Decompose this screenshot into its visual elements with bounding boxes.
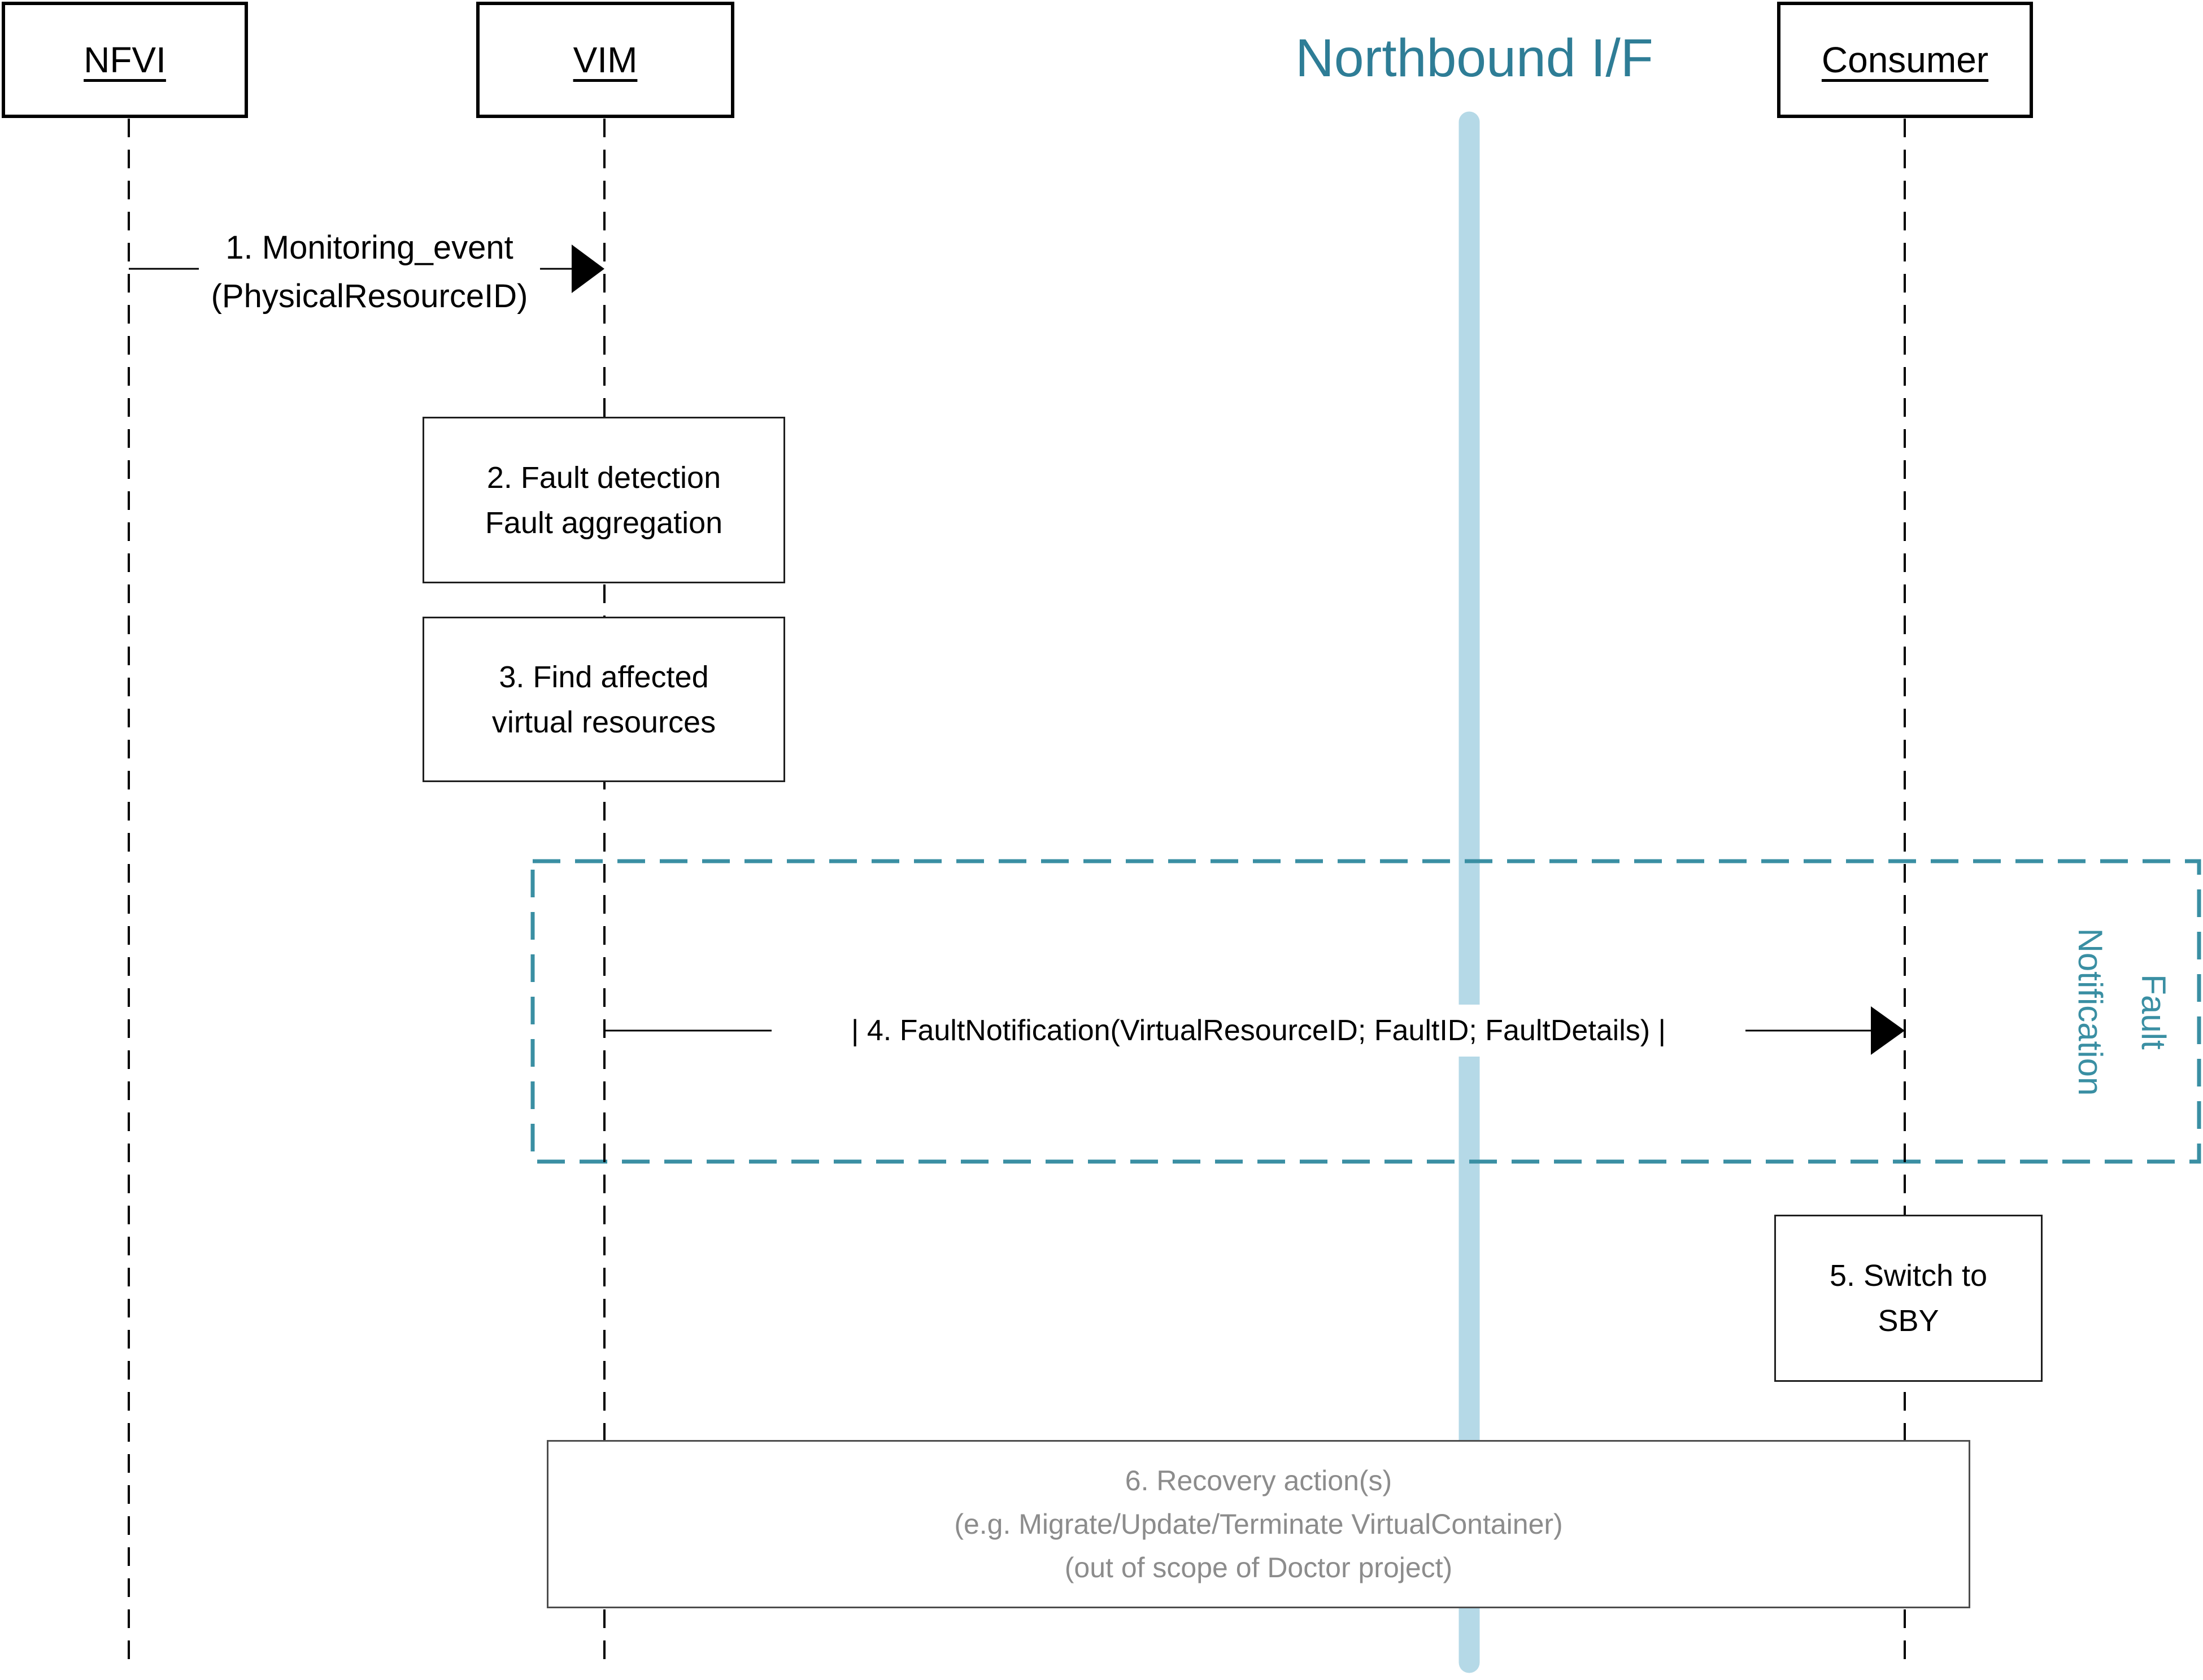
message-4-label: | 4. FaultNotification(VirtualResourceID… (772, 1005, 1745, 1057)
step-5-box: 5. Switch to SBY (1774, 1215, 2043, 1382)
fault-notification-frame-label-line2: Notification (2071, 928, 2109, 1096)
actor-label-nfvi: NFVI (84, 40, 166, 80)
step-3-line2: virtual resources (491, 705, 716, 739)
fault-notification-frame-border (530, 859, 2201, 1164)
step-6-recovery-box: 6. Recovery action(s) (e.g. Migrate/Upda… (547, 1440, 1970, 1608)
message-1-label-line2: (PhysicalResourceID) (211, 278, 528, 315)
step-6-line1: 6. Recovery action(s) (1125, 1464, 1392, 1496)
actor-box-consumer: Consumer (1777, 2, 2033, 118)
actor-box-vim: VIM (476, 2, 734, 118)
step-2-line2: Fault aggregation (485, 505, 723, 540)
fault-notification-frame-label: Fault Notification (2058, 888, 2185, 1136)
step-3-line1: 3. Find affected (499, 660, 709, 694)
step-2-box: 2. Fault detection Fault aggregation (423, 417, 785, 583)
fault-notification-frame-label-line1: Fault (2135, 974, 2172, 1050)
message-4-arrowhead (1871, 1006, 1905, 1055)
step-6-line2: (e.g. Migrate/Update/Terminate VirtualCo… (954, 1508, 1563, 1540)
message-1-arrowhead (572, 245, 604, 293)
northbound-interface-title: Northbound I/F (1295, 28, 1653, 88)
step-6-line3: (out of scope of Doctor project) (1064, 1551, 1453, 1583)
message-1-label: 1. Monitoring_event (PhysicalResourceID) (199, 224, 540, 321)
step-5-line2: SBY (1878, 1304, 1939, 1338)
message-1-label-line1: 1. Monitoring_event (225, 229, 513, 266)
step-5-line1: 5. Switch to (1829, 1259, 1988, 1293)
actor-box-nfvi: NFVI (2, 2, 248, 118)
step-2-line1: 2. Fault detection (486, 460, 721, 495)
actor-label-consumer: Consumer (1821, 40, 1989, 80)
step-3-box: 3. Find affected virtual resources (423, 617, 785, 782)
actor-label-vim: VIM (573, 40, 638, 80)
